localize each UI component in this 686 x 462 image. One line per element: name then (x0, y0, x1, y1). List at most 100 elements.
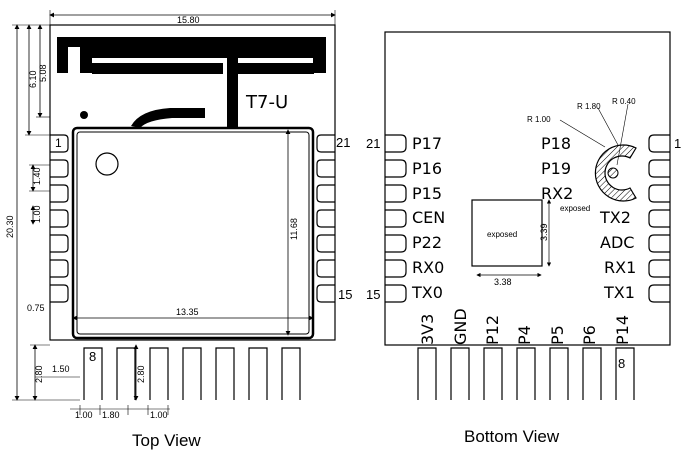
exposed-dot (607, 167, 619, 179)
top-right-pin (316, 159, 335, 178)
bottom-pin-right-top: 1 (674, 136, 681, 151)
antenna-feed (131, 108, 205, 128)
bottom-pin-bottom-right: 8 (618, 356, 625, 371)
dim-bottom-pad-pitch: 1.80 (102, 410, 120, 420)
top-right-pin (316, 134, 335, 153)
top-left-pin (50, 134, 69, 153)
bottom-left-pin (385, 209, 407, 228)
dim-bottom-pad-width: 1.00 (75, 410, 93, 420)
shield-mark (95, 152, 119, 176)
top-right-pin (316, 234, 335, 253)
bottom-pad (483, 347, 503, 400)
top-pin-bottom-right: 15 (338, 287, 352, 302)
exposed-pad (471, 199, 543, 267)
pin-label-p15: P15 (412, 184, 442, 203)
pin-label-gnd: GND (451, 308, 470, 345)
bottom-right-pin (648, 259, 670, 278)
pin-label-p6: P6 (580, 325, 599, 345)
radius-3: R 0.40 (612, 97, 636, 106)
pin-label-p12: P12 (483, 315, 502, 345)
bottom-pad (450, 347, 470, 400)
top-bottom-pad (248, 347, 268, 400)
top-pin-bottom-first: 8 (89, 349, 96, 364)
top-view-outline (49, 24, 336, 341)
bottom-pad (516, 347, 536, 400)
bottom-left-pins (385, 134, 407, 303)
top-right-pin (316, 209, 335, 228)
bottom-left-pin (385, 184, 407, 203)
bottom-right-pin (648, 209, 670, 228)
radius-2: R 1.80 (577, 102, 601, 111)
pin1-dot (80, 111, 88, 119)
bottom-pad (549, 347, 569, 400)
bottom-left-pin (385, 284, 407, 303)
bottom-left-pin (385, 159, 407, 178)
top-view-caption: Top View (132, 431, 201, 450)
pin-label-3v3: 3V3 (418, 314, 437, 345)
pin-label-tx1: TX1 (603, 283, 635, 302)
dim-antenna-b: 5.08 (38, 64, 48, 82)
dim-shield-height: 11.68 (289, 218, 299, 240)
pin-label-rx1: RX1 (604, 258, 636, 277)
dim-width: 15.80 (177, 15, 200, 25)
top-bottom-pads (83, 347, 301, 400)
bottom-pad (417, 347, 437, 400)
dim-pin-edge: 0.75 (27, 303, 45, 313)
dim-bottom-pad-len: 2.80 (34, 365, 44, 383)
bottom-pin-left-bottom: 15 (366, 287, 380, 302)
pin-label-rx0: RX0 (412, 258, 444, 277)
dim-shield-width: 13.35 (176, 307, 199, 317)
top-bottom-pad (281, 347, 301, 400)
shield-can (71, 126, 315, 340)
dim-bottom-pad-len-2: 2.80 (136, 365, 146, 383)
pin-label-p14: P14 (613, 315, 632, 345)
top-bottom-pad (215, 347, 235, 400)
exposed-pad-width: 3.38 (494, 277, 512, 287)
top-right-pin (316, 184, 335, 203)
bottom-pad (582, 347, 602, 400)
bottom-view-outline (384, 31, 671, 346)
pin-label-p17: P17 (412, 134, 442, 153)
pin-label-p22: P22 (412, 233, 442, 252)
dim-bottom-pad-offset: 1.50 (52, 364, 70, 374)
pin-label-adc: ADC (600, 233, 634, 252)
module-label: T7-U (245, 92, 288, 113)
pin-label-p5: P5 (548, 325, 567, 345)
dim-antenna-a: 6.10 (28, 70, 38, 88)
bottom-pin-left-top: 21 (366, 136, 380, 151)
bottom-pads (417, 347, 635, 400)
pin-label-p18: P18 (541, 134, 571, 153)
dim-height: 20.30 (5, 215, 15, 238)
pin-label-p19: P19 (541, 159, 571, 178)
bottom-view: 21 15 1 8 P17 P16 P15 CEN P22 RX0 TX0 P1… (366, 31, 681, 446)
pin-label-p16: P16 (412, 159, 442, 178)
exposed-pad-height: 3.39 (539, 223, 549, 241)
bottom-right-pin (648, 284, 670, 303)
bottom-right-pin (648, 159, 670, 178)
top-bottom-pad (83, 347, 103, 400)
pin-label-tx0: TX0 (411, 283, 443, 302)
top-left-pins (50, 134, 69, 303)
pin-label-p4: P4 (515, 325, 534, 345)
exposed-pad-label: exposed (487, 230, 517, 239)
exposed-arc (594, 144, 637, 202)
top-left-pin (50, 259, 69, 278)
antenna-top-bar (57, 37, 326, 47)
radius-1: R 1.00 (527, 115, 551, 124)
bottom-right-pin (648, 134, 670, 153)
top-left-pin (50, 209, 69, 228)
dim-pin-width: 1.00 (32, 205, 42, 223)
top-pin-first-left: 1 (55, 136, 62, 150)
top-bottom-pad (116, 347, 136, 400)
top-right-pins (316, 134, 335, 303)
arc-label: exposed (560, 204, 590, 213)
dim-pin-pitch: 1.40 (32, 167, 42, 185)
top-left-pin (50, 284, 69, 303)
top-right-pin (316, 284, 335, 303)
top-bottom-pad (149, 347, 169, 400)
top-pin-top-right: 21 (336, 135, 350, 150)
top-left-pin (50, 159, 69, 178)
pin-label-cen: CEN (412, 208, 445, 227)
pin-label-rx2: RX2 (541, 184, 573, 203)
